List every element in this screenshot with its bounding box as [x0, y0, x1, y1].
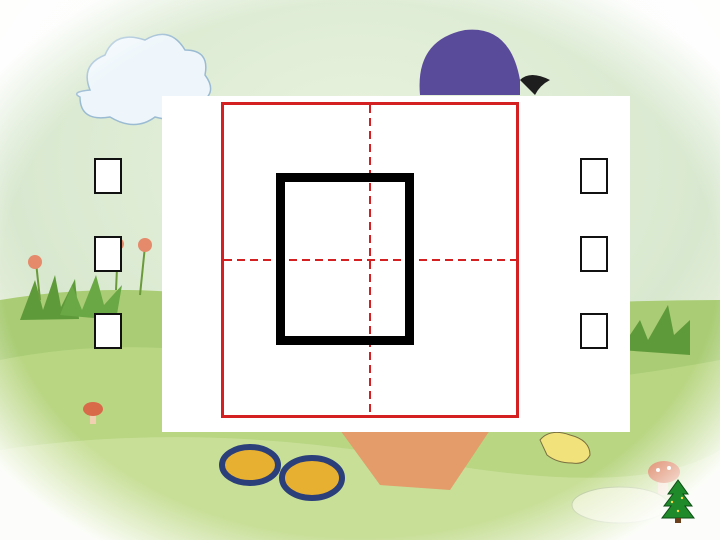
- tree-icon[interactable]: [660, 478, 696, 524]
- left-character-1: [94, 158, 122, 194]
- right-character-1: [580, 158, 608, 194]
- character-writing-grid: [221, 102, 519, 418]
- right-character-2: [580, 236, 608, 272]
- left-character-2: [94, 236, 122, 272]
- writing-panel: [162, 96, 630, 432]
- grid-border: [221, 102, 519, 418]
- right-character-3: [580, 313, 608, 349]
- main-character-glyph: [276, 173, 414, 345]
- left-character-3: [94, 313, 122, 349]
